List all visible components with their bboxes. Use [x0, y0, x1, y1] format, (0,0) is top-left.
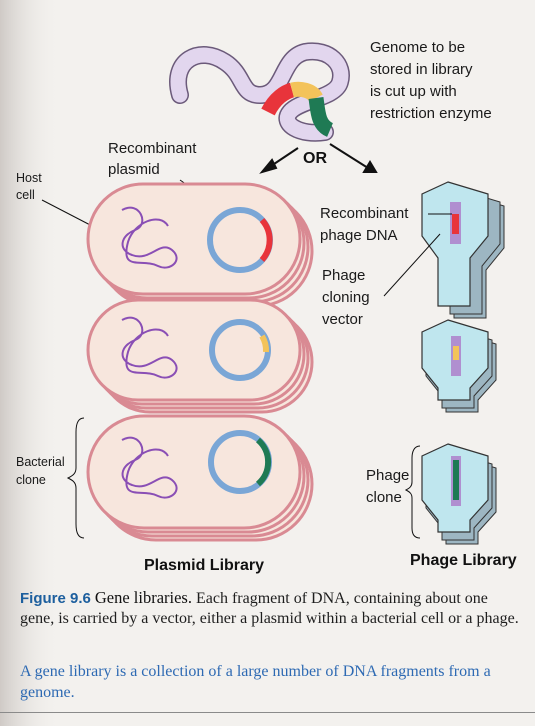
arrow-to-phage: [329, 143, 369, 169]
recombinant-phage-dna-label: Recombinant phage DNA: [320, 205, 413, 244]
bacterial-clone-bracket: [66, 417, 85, 539]
bacterial-chromosome: [121, 316, 178, 379]
figure-title: Gene libraries.: [94, 588, 192, 607]
phage-insert-green: [453, 460, 459, 500]
phage-clone-bracket: [404, 445, 421, 539]
bacterial-cell-stack-1: [86, 182, 314, 308]
recombinant-plasmid-label: Recombinant plasmid: [108, 140, 201, 178]
plasmid-insert-red: [259, 218, 273, 262]
phage-clone-label: Phage clone: [366, 467, 414, 506]
bacterial-chromosome: [121, 436, 178, 499]
branch-arrows: [259, 143, 378, 174]
plasmid-library-title: Plasmid Library: [144, 557, 264, 574]
phage-insert-red: [452, 214, 459, 234]
phage-library-title: Phage Library: [410, 552, 517, 569]
bacterial-clone-label: Bacterial clone: [16, 455, 68, 487]
genome-body: [170, 43, 349, 141]
or-label: OR: [303, 150, 327, 167]
phage-3: [421, 443, 497, 545]
arrow-head-left: [259, 158, 278, 174]
genome-strand: [169, 42, 350, 142]
genome-label: Genome to be stored in library is cut up…: [370, 39, 492, 122]
figure-number: Figure 9.6: [20, 590, 91, 607]
genome-fragment-red: [261, 82, 295, 116]
phage-1: [421, 181, 505, 319]
figure-caption-body: Each fragment of DNA, containing about o…: [20, 590, 519, 627]
bacterial-chromosome: [121, 206, 178, 269]
phage-insert-yellow: [453, 346, 459, 360]
phage-cloning-vector-leader: [383, 233, 441, 297]
phage-cloning-vector-label: Phage cloning vector: [322, 267, 374, 328]
phage-2: [421, 319, 497, 413]
summary-statement: A gene library is a collection of a larg…: [20, 663, 491, 701]
plasmid-insert-green: [255, 437, 272, 487]
figure-caption: Figure 9.6 Gene libraries. Each fragment…: [20, 588, 520, 629]
plasmid-insert-yellow: [259, 334, 270, 353]
host-cell-label: Host cell: [16, 171, 45, 202]
genome-fragment-yellow: [290, 81, 323, 103]
bacterial-cell-stack-2: [86, 298, 314, 414]
arrow-head-right: [362, 160, 378, 173]
page-gutter: [0, 0, 60, 726]
bacterial-cell-stack-3: [86, 414, 314, 542]
genome-fragment-green: [308, 96, 334, 137]
host-cell-leader: [41, 199, 97, 229]
bottom-rule: [0, 712, 535, 713]
